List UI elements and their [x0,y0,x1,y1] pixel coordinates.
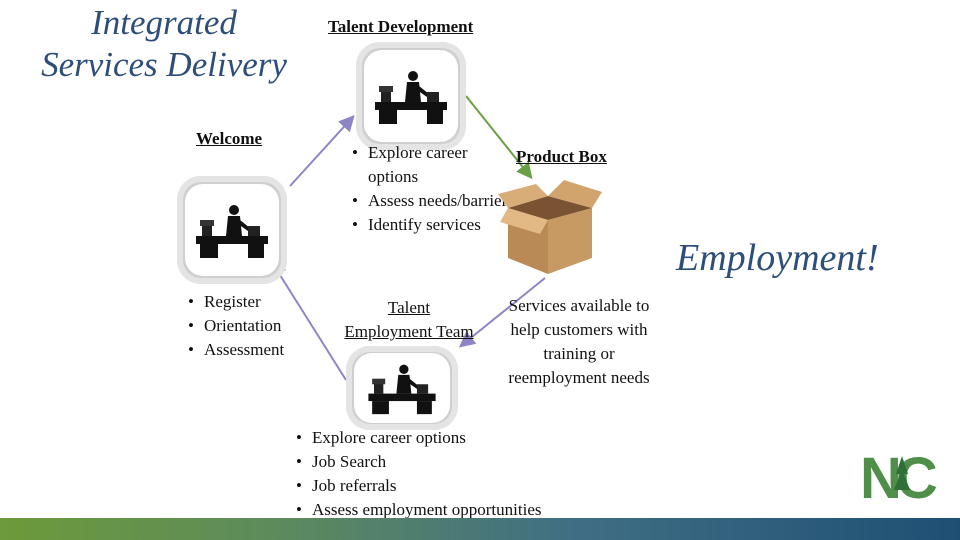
product-box-label: Product Box [516,147,607,167]
services-note: Services available to help customers wit… [508,294,650,390]
talent-development-tile [356,42,466,150]
office-worker-icon [192,200,272,260]
list-item: Assess needs/barriers [350,189,520,213]
nc-logo-text: NC [860,446,937,506]
list-item: Orientation [186,314,336,338]
talent-employment-team-tile [346,346,458,430]
welcome-label: Welcome [196,129,262,149]
welcome-bullets: Register Orientation Assessment [186,290,336,362]
list-item: Job referrals [294,474,614,498]
arrow-welcome-to-talent-development [290,118,352,186]
list-item: Assessment [186,338,336,362]
footer-gradient-bar [0,518,960,540]
talent-employment-team-label: Talent Employment Team [326,296,492,344]
office-worker-icon [371,66,451,126]
nc-logo: NC [860,446,944,506]
list-item: Register [186,290,336,314]
welcome-tile [177,176,287,284]
talent-employment-team-bullets: Explore career options Job Search Job re… [294,426,614,522]
list-item: Job Search [294,450,614,474]
list-item: Explore career options [350,141,520,189]
office-worker-icon [362,360,442,416]
talent-employment-team-label-line-1: Talent [326,296,492,320]
nc-logo-mark: NC [860,446,944,506]
employment-outcome: Employment! [676,236,879,280]
cardboard-box-icon [498,178,604,276]
list-item: Explore career options [294,426,614,450]
talent-employment-team-label-line-2: Employment Team [326,320,492,344]
talent-development-bullets: Explore career options Assess needs/barr… [350,141,520,237]
talent-development-label: Talent Development [328,17,473,37]
list-item: Identify services [350,213,520,237]
